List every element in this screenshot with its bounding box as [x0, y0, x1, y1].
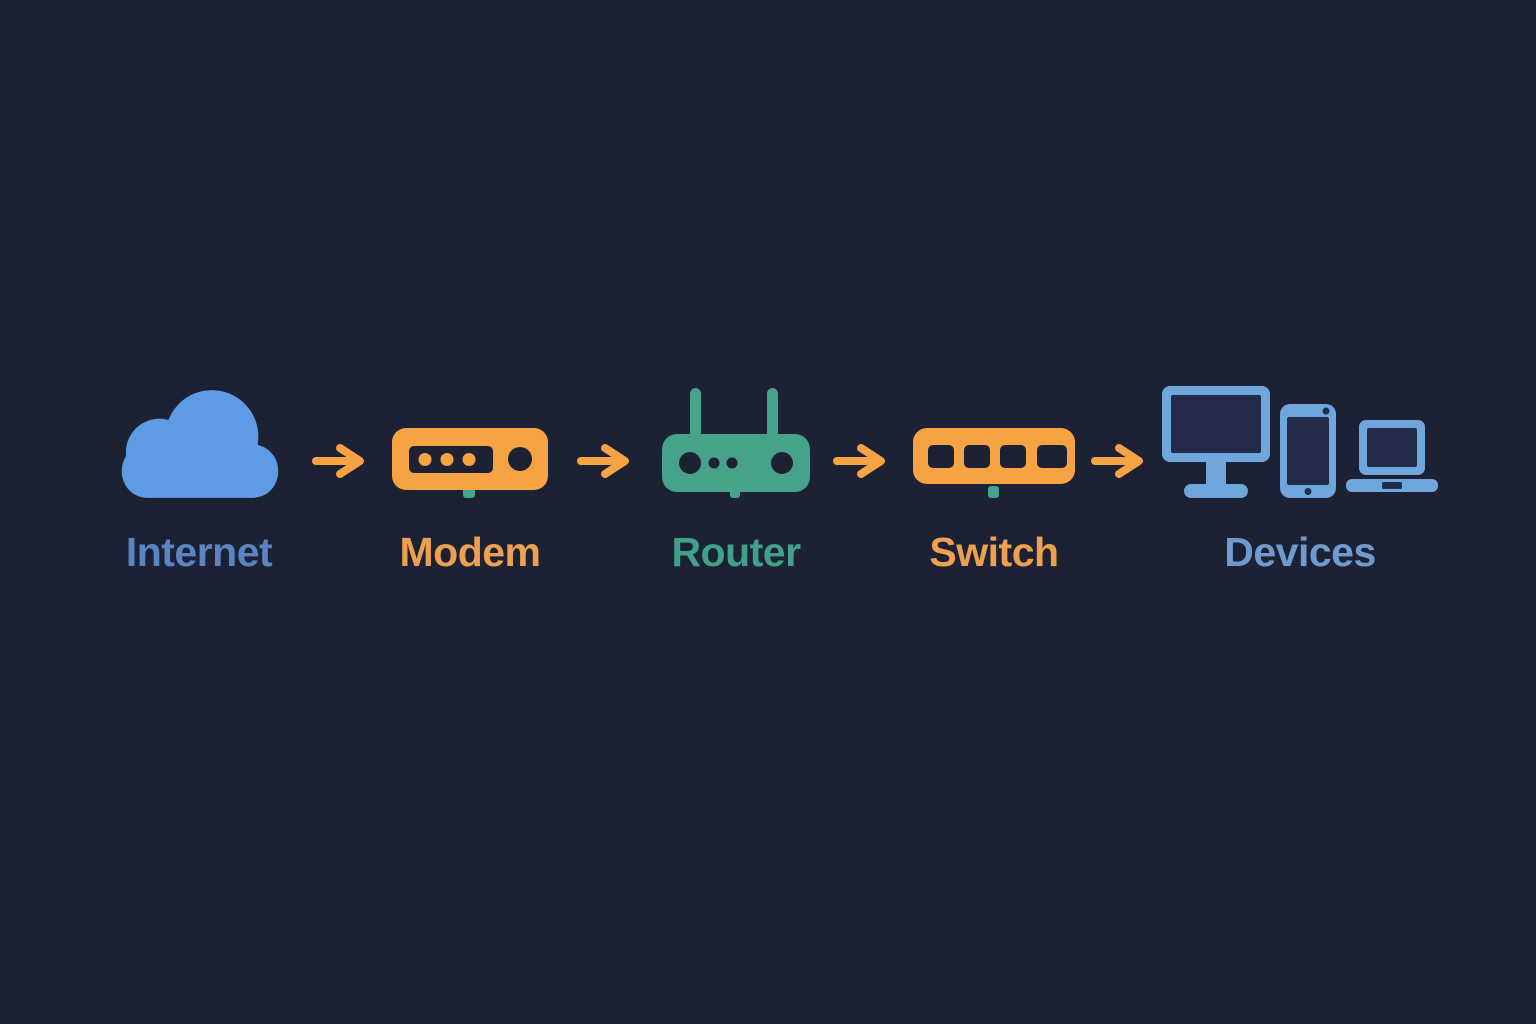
node-label-modem: Modem — [399, 529, 542, 575]
node-label-switch: Switch — [929, 529, 1059, 575]
node-modem: Modem — [340, 368, 600, 573]
modem-icon — [392, 368, 548, 498]
cloud-icon — [110, 368, 288, 498]
flow-arrow-4 — [1091, 441, 1147, 481]
tablet-icon — [1280, 404, 1336, 498]
node-router: Router — [606, 368, 866, 573]
flow-arrow-1 — [312, 441, 368, 481]
node-label-devices: Devices — [1224, 529, 1376, 575]
node-internet: Internet — [69, 368, 329, 573]
switch-icon — [913, 368, 1075, 498]
node-label-router: Router — [671, 529, 801, 575]
flow-arrow-2 — [577, 441, 633, 481]
flow-arrow-3 — [833, 441, 889, 481]
laptop-icon — [1346, 420, 1438, 492]
devices-icon — [1162, 368, 1438, 498]
node-label-internet: Internet — [125, 529, 273, 575]
router-icon — [662, 368, 810, 498]
node-switch: Switch — [864, 368, 1124, 573]
monitor-icon — [1162, 386, 1270, 498]
node-devices: Devices — [1140, 368, 1460, 573]
